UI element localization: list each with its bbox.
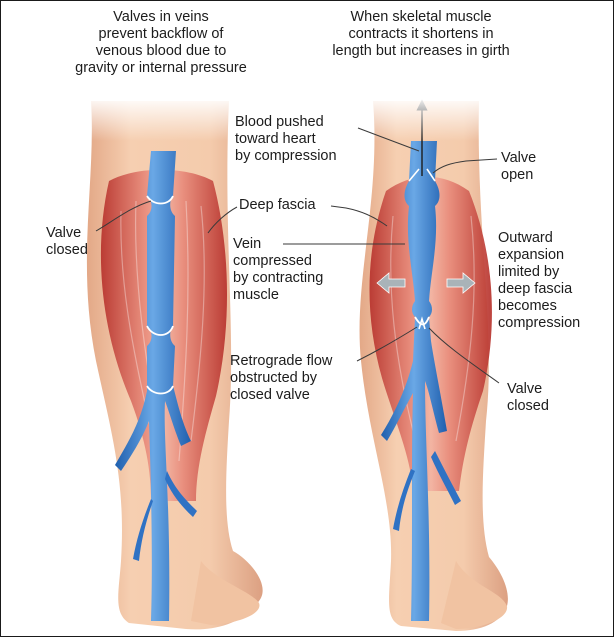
label-blood-pushed: Blood pushed toward heart by compression [235,114,337,165]
label-retrograde-flow: Retrograde flow obstructed by closed val… [230,353,332,404]
right-heading: When skeletal muscle contracts it shorte… [301,9,541,60]
label-valve-open: Valve open [501,150,536,184]
label-valve-closed-right: Valve closed [507,381,549,415]
right-leg [360,101,508,631]
label-valve-closed-left: Valve closed [46,225,88,259]
left-heading: Valves in veins prevent backflow of veno… [41,9,281,77]
label-outward-expansion: Outward expansion limited by deep fascia… [498,230,580,332]
label-deep-fascia: Deep fascia [239,197,316,214]
label-vein-compressed: Vein compressed by contracting muscle [233,236,323,304]
